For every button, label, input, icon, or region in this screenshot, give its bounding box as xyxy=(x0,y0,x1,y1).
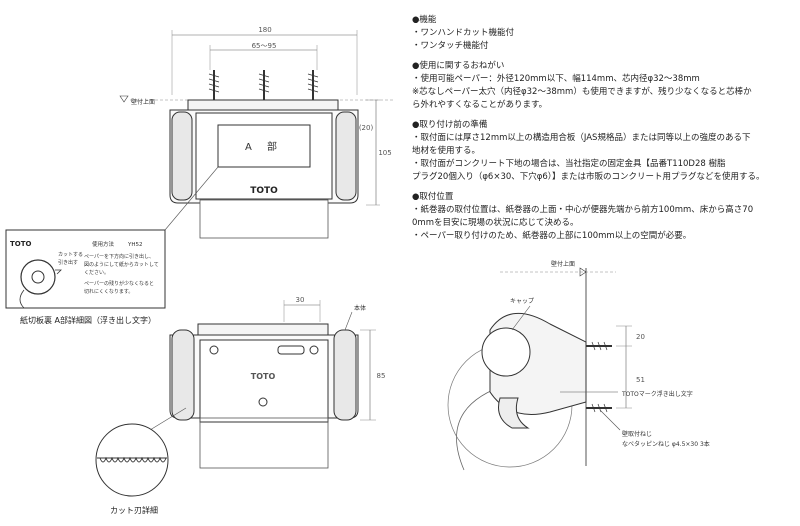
top-dim-85: 85 xyxy=(377,372,386,380)
side-cap-label: キャップ xyxy=(510,298,534,305)
spec-section-preparation: ●取り付け前の準備 ・取付面には厚さ12mm以上の構造用合板（JAS規格品）また… xyxy=(412,119,796,184)
front-dim-width: 180 xyxy=(258,26,271,34)
top-view xyxy=(149,300,376,469)
a-part-label: A 部 xyxy=(245,140,283,153)
screw-icon xyxy=(208,70,220,100)
front-dim-top: (20) xyxy=(359,124,374,132)
spec-line: ・取付面には厚さ12mm以上の構造用合板（JAS規格品）または同等以上の強度のあ… xyxy=(412,133,751,143)
front-wall-top-label: 壁付上面 xyxy=(131,98,155,106)
spec-line: 地材を使用する。 xyxy=(412,146,481,156)
spec-line: ・ワンタッチ機能付 xyxy=(412,41,489,51)
detail-pull-label: 引き出す xyxy=(58,259,78,266)
detail-text-line: ペーパーの残りが少なくなると xyxy=(84,280,154,287)
spec-line: プラグ20個入り（φ6×30、下穴φ6）】または市販のコンクリート用プラグなどを… xyxy=(412,172,765,182)
spec-line: ・ペーパー取り付けのため、紙巻器の上部に100mm以上の空間が必要。 xyxy=(412,231,692,241)
detail-text-line: ペーパーを下方向に引き出し、 xyxy=(84,253,154,260)
detail-text-line: ください。 xyxy=(84,269,109,276)
spec-line: 0mmを目安に現場の状況に応じて決める。 xyxy=(412,218,579,228)
side-screw-label-2: なべタッピンねじ φ4.5×30 3本 xyxy=(622,440,710,448)
cut-blade-caption: カット刃詳細 xyxy=(110,506,158,515)
spec-section-position: ●取付位置 ・紙巻器の取付位置は、紙巻器の上面・中心が便器先端から前方100mm… xyxy=(412,191,796,243)
side-view xyxy=(447,267,632,471)
detail-text-line: 図のようにして紙からカットして xyxy=(84,261,159,268)
detail-brand-logo: TOTO xyxy=(10,240,32,248)
spec-line: ・紙巻器の取付位置は、紙巻器の上面・中心が便器先端から前方100mm、床から高さ… xyxy=(412,205,754,215)
side-screw-label-1: 壁取付ねじ xyxy=(622,430,652,438)
detail-cut-label: カットする xyxy=(58,252,83,258)
front-view xyxy=(119,30,395,239)
spec-line: ・使用可能ペーパー：外径120mm以下、幅114mm、芯内径φ32〜38mm xyxy=(412,74,700,84)
spec-line: ・取付面がコンクリート下地の場合は、当社指定の固定金具【品番T110D28 樹脂 xyxy=(412,159,726,169)
spec-line: ・ワンハンドカット機能付 xyxy=(412,28,515,38)
top-body-label: 本体 xyxy=(354,304,366,312)
spec-line: ら外れやすくなることがあります。 xyxy=(412,100,548,110)
screw-icon xyxy=(307,70,319,100)
screw-icon xyxy=(258,70,270,100)
front-dim-pitch: 65〜95 xyxy=(252,42,277,50)
detail-text-line: 切れにくくなります。 xyxy=(84,288,133,295)
spec-section-function: ●機能 ・ワンハンドカット機能付 ・ワンタッチ機能付 xyxy=(412,14,796,53)
spec-heading: ●機能 xyxy=(412,15,437,25)
detail-caption: 紙切板裏 A部詳細図（浮き出し文字） xyxy=(20,316,157,325)
cut-blade-detail xyxy=(95,423,169,497)
spec-panel: ●機能 ・ワンハンドカット機能付 ・ワンタッチ機能付 ●使用に関するおねがい ・… xyxy=(412,14,796,250)
front-brand-logo: TOTO xyxy=(250,186,278,196)
front-dim-height: 105 xyxy=(378,149,391,157)
side-dim-20: 20 xyxy=(636,333,645,341)
side-wall-top-label: 壁付上面 xyxy=(551,260,575,268)
detail-model: YH52 xyxy=(127,242,143,248)
side-logo-label: TOTOマーク浮き出し文字 xyxy=(621,390,693,398)
spec-heading: ●取付位置 xyxy=(412,192,454,202)
top-dim-30: 30 xyxy=(296,296,305,304)
spec-line: ※芯なしペーパー太穴（内径φ32〜38mm）も使用できますが、残り少なくなると芯… xyxy=(412,87,752,97)
spec-heading: ●取り付け前の準備 xyxy=(412,120,488,130)
side-dim-51: 51 xyxy=(636,376,645,384)
spec-section-usage: ●使用に関するおねがい ・使用可能ペーパー：外径120mm以下、幅114mm、芯… xyxy=(412,60,796,112)
top-brand-logo: TOTO xyxy=(251,372,276,381)
detail-usage-title: 使用方法 xyxy=(92,240,115,248)
spec-heading: ●使用に関するおねがい xyxy=(412,61,505,71)
detail-a-panel xyxy=(5,229,166,309)
